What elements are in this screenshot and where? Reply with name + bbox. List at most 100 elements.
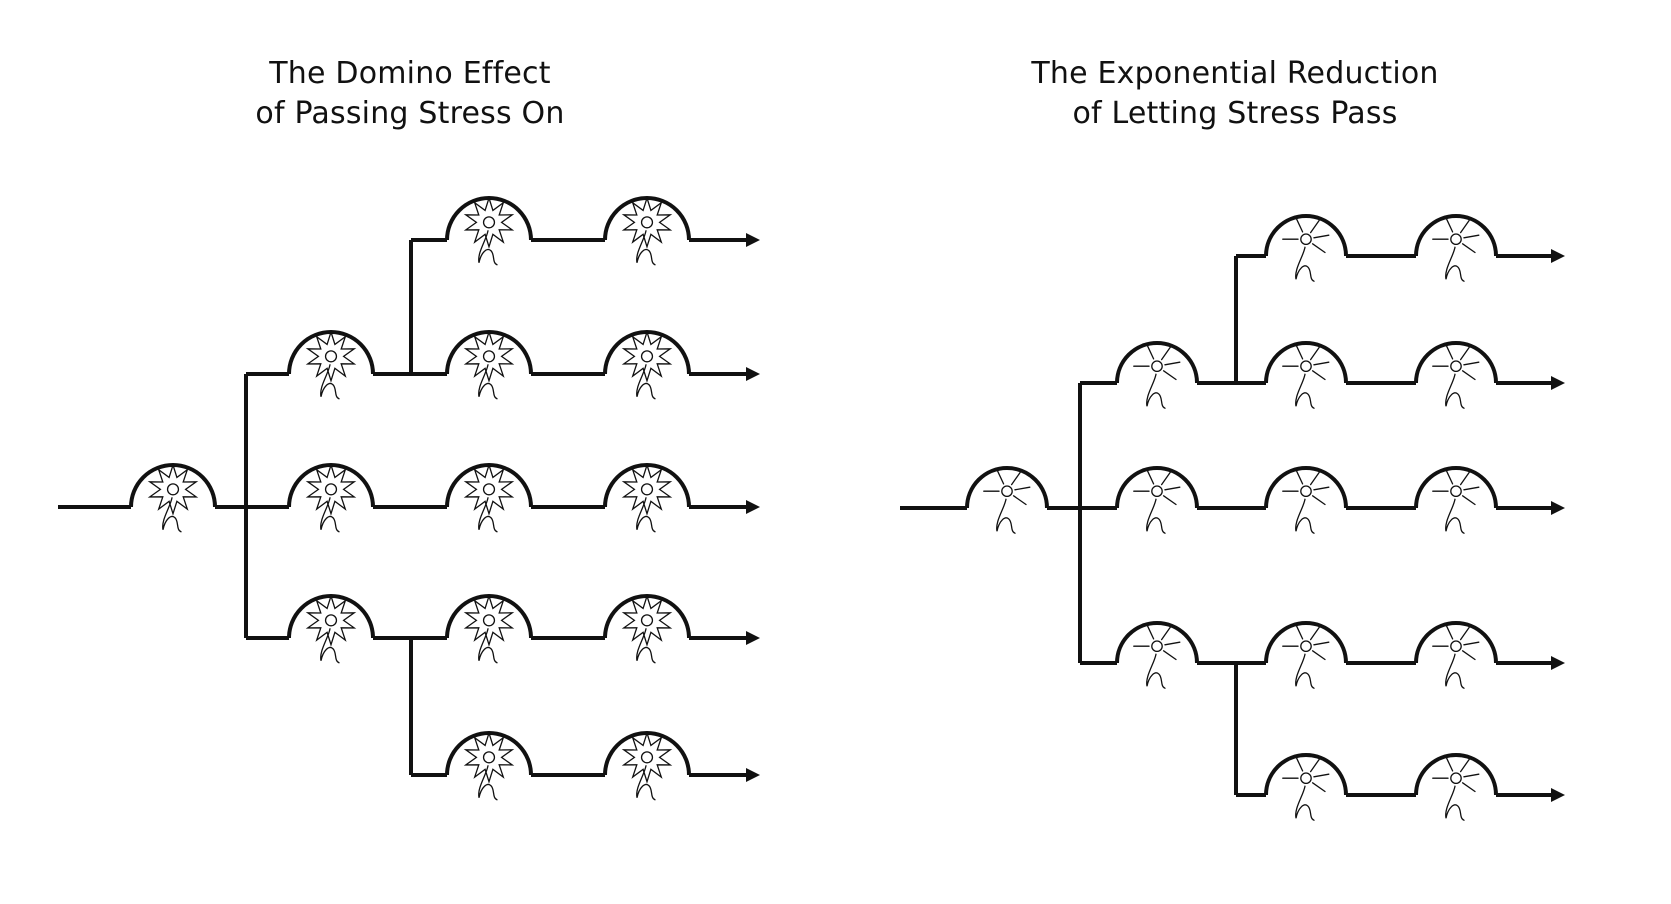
axon-tail	[1146, 653, 1166, 689]
dome-arc	[1414, 466, 1498, 509]
ray-line	[1445, 469, 1454, 485]
arrow-head	[746, 631, 760, 645]
nucleus	[1450, 485, 1462, 498]
left-title-line-2: of Passing Stress On	[255, 96, 565, 131]
arrow-head	[1551, 249, 1565, 263]
dome-arc	[1264, 466, 1348, 509]
ray-line	[1445, 217, 1454, 233]
ray-line	[1309, 346, 1320, 361]
ray-line	[1459, 758, 1470, 773]
nucleus	[1450, 640, 1462, 653]
axon-tail	[320, 364, 340, 400]
exponential-reduction-diagram	[900, 214, 1565, 821]
neuron-burst-icon	[287, 462, 375, 533]
nucleus	[1450, 360, 1462, 373]
ray-line	[1162, 650, 1177, 661]
burst-spikes	[147, 462, 199, 516]
axon-tail	[162, 497, 182, 533]
ray-line	[1311, 243, 1326, 254]
ray-line	[1459, 471, 1470, 486]
nucleus	[1300, 485, 1312, 498]
axon-tail	[636, 497, 656, 533]
dome-arc	[1115, 621, 1199, 664]
ray-line	[1313, 361, 1330, 366]
neuron-calm-icon	[1264, 466, 1348, 534]
axon-tail	[1445, 373, 1465, 409]
ray-line	[1295, 344, 1304, 360]
arrow-head	[746, 367, 760, 381]
neuron-burst-icon	[445, 329, 533, 400]
burst-spikes	[463, 195, 515, 249]
arrow-head	[746, 768, 760, 782]
nucleus	[324, 483, 338, 496]
right-title-line-1: The Exponential Reduction	[1031, 56, 1439, 91]
nucleus	[1300, 772, 1312, 785]
ray-line	[1146, 469, 1155, 485]
burst-spikes	[621, 195, 673, 249]
ray-line	[1309, 626, 1320, 641]
neuron-calm-icon	[1264, 621, 1348, 689]
axon-tail	[636, 765, 656, 801]
burst-spikes	[621, 730, 673, 784]
neuron-calm-icon	[1414, 341, 1498, 409]
axon-tail	[1146, 373, 1166, 409]
ray-line	[1309, 758, 1320, 773]
axon-tail	[1295, 785, 1315, 821]
neuron-burst-icon	[603, 329, 691, 400]
neuron-calm-icon	[1414, 214, 1498, 282]
burst-spikes	[463, 462, 515, 516]
neuron-burst-icon	[287, 329, 375, 400]
nucleus	[482, 614, 496, 627]
dome-arc	[1414, 621, 1498, 664]
neuron-burst-icon	[445, 462, 533, 533]
neuron-calm-icon	[1414, 466, 1498, 534]
axon-tail	[1295, 373, 1315, 409]
dome-arc	[1414, 341, 1498, 384]
ray-line	[1160, 626, 1171, 641]
burst-spikes	[463, 593, 515, 647]
arrow-head	[1551, 376, 1565, 390]
ray-line	[1164, 486, 1181, 491]
ray-line	[1309, 219, 1320, 234]
ray-line	[1309, 471, 1320, 486]
ray-line	[1463, 773, 1480, 778]
ray-line	[1461, 243, 1476, 254]
ray-line	[1162, 370, 1177, 381]
burst-spikes	[305, 329, 357, 383]
axon-tail	[1445, 246, 1465, 282]
axon-tail	[636, 628, 656, 664]
axon-tail	[320, 628, 340, 664]
ray-line	[1463, 641, 1480, 646]
ray-line	[1459, 346, 1470, 361]
axon-tail	[1445, 498, 1465, 534]
ray-line	[1146, 344, 1155, 360]
neuron-calm-icon	[1115, 466, 1199, 534]
dome-arc	[1414, 214, 1498, 257]
dome-arc	[1264, 621, 1348, 664]
nucleus	[1151, 360, 1163, 373]
ray-line	[1445, 756, 1454, 772]
axon-tail	[996, 498, 1016, 534]
nucleus	[640, 751, 654, 764]
burst-spikes	[621, 593, 673, 647]
neuron-burst-icon	[287, 593, 375, 664]
right-title-line-2: of Letting Stress Pass	[1072, 96, 1398, 131]
nucleus	[324, 614, 338, 627]
ray-line	[1146, 624, 1155, 640]
neuron-calm-icon	[1115, 621, 1199, 689]
nucleus	[482, 216, 496, 229]
burst-spikes	[463, 730, 515, 784]
ray-line	[1313, 773, 1330, 778]
nucleus	[1300, 640, 1312, 653]
axon-tail	[320, 497, 340, 533]
ray-line	[1162, 495, 1177, 506]
nucleus	[166, 483, 180, 496]
nucleus	[1450, 233, 1462, 246]
arrow-head	[1551, 501, 1565, 515]
ray-line	[1160, 471, 1171, 486]
neuron-calm-icon	[1414, 621, 1498, 689]
neuron-calm-icon	[1264, 214, 1348, 282]
ray-line	[1014, 486, 1031, 491]
neuron-calm-icon	[1115, 341, 1199, 409]
